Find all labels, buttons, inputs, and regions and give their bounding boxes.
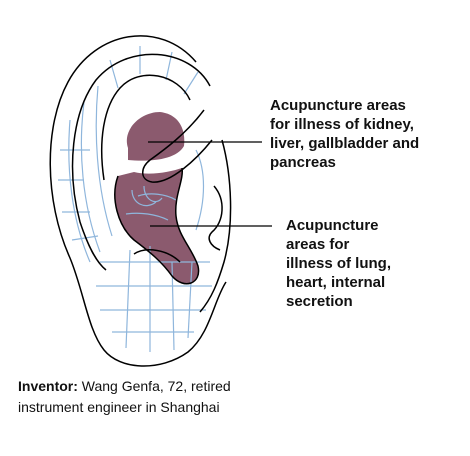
inventor-caption: Inventor: Wang Genfa, 72, retired instru… xyxy=(18,376,458,418)
upper-acupuncture-region xyxy=(126,112,185,161)
inventor-caption-text: Wang Genfa, 72, retired instrument engin… xyxy=(18,378,231,415)
lower-region-label: Acupuncture areas for illness of lung, h… xyxy=(286,217,392,310)
inventor-caption-label: Inventor: xyxy=(18,378,78,394)
upper-region-label: Acupuncture areas for illness of kidney,… xyxy=(270,97,420,171)
ear-grid-lines xyxy=(58,46,212,352)
ear-outline xyxy=(49,35,232,367)
